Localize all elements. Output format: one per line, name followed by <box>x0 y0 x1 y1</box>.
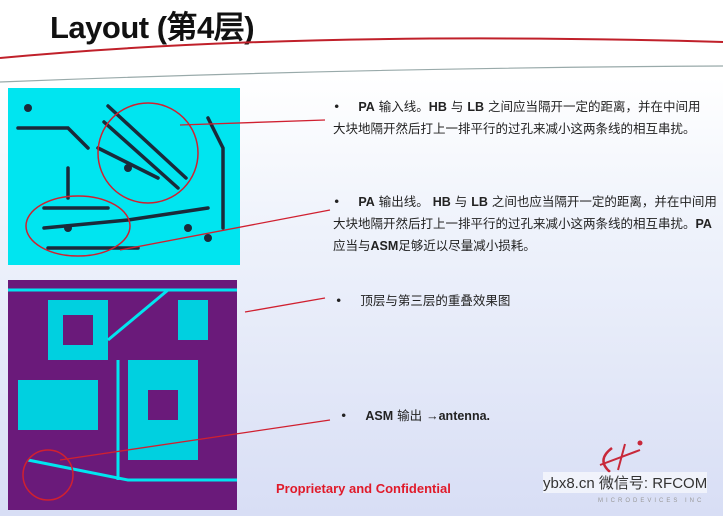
bullet-text: 与 <box>450 194 472 209</box>
logo-subtext: MICRODEVICES INC <box>598 498 705 504</box>
slide-title: Layout (第4层) <box>50 10 255 45</box>
arrow-4 <box>59 419 331 461</box>
bullet-text: 顶层与第三层的重叠效果图 <box>360 293 511 308</box>
bullet-pa-output: • PA 输出线。 HB 与 LB 之间也应当隔开一定的距离，并在中间用大块地隔开… <box>333 191 718 257</box>
title-red-curve <box>0 37 723 59</box>
title-grey-line <box>0 65 723 83</box>
bullet-text: 输出 <box>393 408 427 423</box>
bullet-asm: • ASM 输出 →antenna. <box>340 405 700 427</box>
bullet-text: PA <box>358 100 375 114</box>
pcb-overlay-image <box>8 280 237 510</box>
watermark: ybx8.cn 微信号: RFCOM <box>543 472 708 493</box>
bullet-text: HB <box>428 100 447 114</box>
pcb-layer4-image <box>8 88 240 265</box>
footer-confidential: Proprietary and Confidential <box>276 481 451 496</box>
bullet-text: PA <box>358 195 375 209</box>
arrow-2 <box>119 209 331 251</box>
bullet-text: ASM <box>370 239 399 253</box>
bullet-text: 与 <box>446 99 468 114</box>
bullet-text: →antenna. <box>426 409 491 423</box>
bullet-text: PA <box>695 217 712 231</box>
bullet-text: 足够近以尽量减小损耗。 <box>398 238 536 253</box>
bullet-text: 输出线。 <box>374 194 433 209</box>
bullet-marker: • <box>333 194 341 209</box>
bullet-overlay: • 顶层与第三层的重叠效果图 <box>335 290 695 311</box>
arrow-1 <box>179 119 326 126</box>
bullet-marker: • <box>335 293 343 308</box>
bullet-text: 应当与 <box>333 238 371 253</box>
bullet-text: 输入线。 <box>374 99 429 114</box>
bullet-text: 之间也应当隔开一定的距离，并在中间用大块地隔开然后打上一排平行的过孔来减小这两条… <box>333 194 717 231</box>
bullet-marker: • <box>340 408 348 423</box>
bullet-text: LB <box>471 195 488 209</box>
bullet-text: ASM <box>365 409 394 423</box>
bullet-text: HB <box>432 195 451 209</box>
bullet-text: 之间应当隔开一定的距离，并在中间用大块地隔开然后打上一排平行的过孔来减小这两条线… <box>333 99 701 136</box>
bullet-marker: • <box>333 99 341 114</box>
arrow-3 <box>244 297 326 313</box>
bullet-pa-input: • PA 输入线。HB 与 LB 之间应当隔开一定的距离，并在中间用大块地隔开然后… <box>333 96 711 139</box>
bullet-text: LB <box>467 100 484 114</box>
